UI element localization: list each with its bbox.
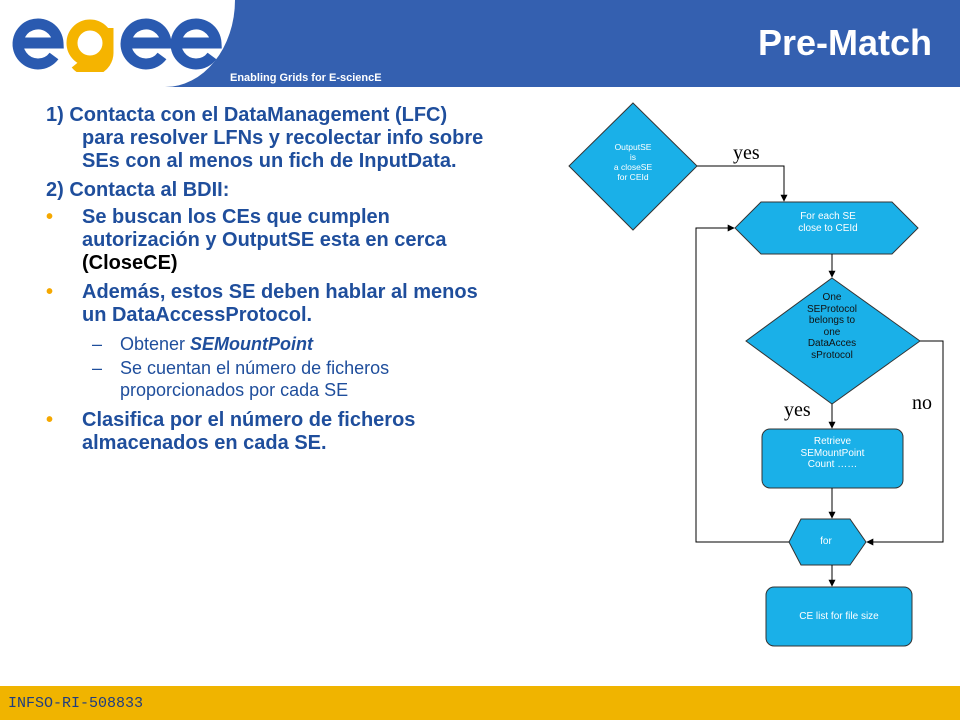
label-no: no xyxy=(912,392,932,414)
header-bar: Enabling Grids for E-sciencE Pre-Match xyxy=(0,0,960,87)
bullet-icon: • xyxy=(46,409,54,431)
bullet-icon: • xyxy=(46,206,54,228)
subbullet-mountpoint: –Obtener SEMountPoint xyxy=(92,334,314,354)
decision-outputse xyxy=(568,102,698,231)
label-yes-mid: yes xyxy=(784,399,811,421)
tagline: Enabling Grids for E-sciencE xyxy=(230,72,382,84)
bullet-closece: •Se buscan los CEs que cumplen autorizac… xyxy=(46,206,447,274)
dash-icon: – xyxy=(92,334,103,354)
step-1: 1) Contacta con el DataManagement (LFC) … xyxy=(46,104,484,172)
terminal-celist xyxy=(765,586,913,647)
node-text-celist: CE list for file size xyxy=(799,611,879,622)
page-title: Pre-Match xyxy=(757,22,932,63)
egee-logo xyxy=(12,18,222,72)
node-text-foreach: For each SE close to CEId xyxy=(798,211,858,234)
node-text-for: for xyxy=(820,536,832,547)
label-yes-top: yes xyxy=(733,142,760,164)
node-text-retrieve: Retrieve SEMountPoint Count …… xyxy=(800,436,865,470)
loop-foreach xyxy=(734,201,919,255)
connector-yes-top xyxy=(697,165,788,202)
bullet-protocol: •Además, estos SE deben hablar al menos … xyxy=(46,281,478,326)
step-2: 2) Contacta al BDII: xyxy=(46,179,230,201)
node-text-outputse: OutputSE is a closeSE for CEId xyxy=(613,142,653,182)
dash-icon: – xyxy=(92,358,103,378)
logo-panel xyxy=(0,0,235,87)
subbullet-count: –Se cuentan el número de ficheros propor… xyxy=(92,358,390,400)
node-text-protocol: One SEProtocol belongs to one DataAcces … xyxy=(806,292,858,361)
footer-project-id: INFSO-RI-508833 xyxy=(8,695,144,712)
bullet-icon: • xyxy=(46,281,54,303)
bullet-classify: •Clasifica por el número de ficheros alm… xyxy=(46,409,416,454)
content-text: 1) Contacta con el DataManagement (LFC) … xyxy=(46,104,486,461)
connector-no xyxy=(866,340,944,546)
connector-loop-back xyxy=(695,224,789,543)
footer-bar: INFSO-RI-508833 xyxy=(0,686,960,720)
